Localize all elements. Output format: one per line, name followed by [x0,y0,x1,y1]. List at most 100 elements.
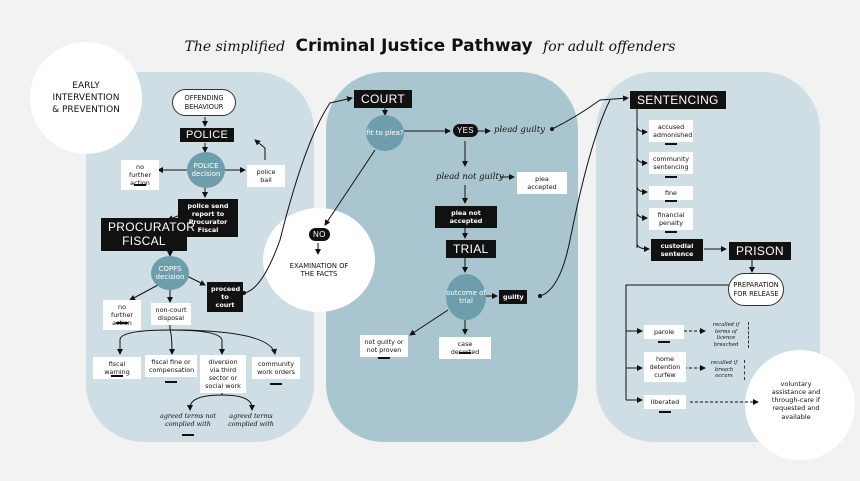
prison-header: PRISON [729,242,791,260]
fiscal-warning-label: fiscal warning [104,360,130,376]
copfs-decision-node: COPFS decision [151,256,189,290]
recalled-licence-label: recalled if terms of licence breached [712,322,740,348]
custodial-sentence-label: custodial sentence [660,242,694,258]
community-work-orders-label: community work orders [257,360,295,376]
non-court-disposal-label: non-court disposal [155,306,187,322]
parole-dash [658,341,670,343]
agreed-terms-not-complied-label: agreed terms not complied with [160,412,216,428]
agreed-terms-complied: agreed terms complied with [222,412,280,428]
recalled-breach-label: recalled if breach occurs [710,360,738,379]
community-work-orders-box: community work orders [252,357,300,379]
preparation-for-release-cloud: PREPARATION FOR RELEASE [728,273,784,306]
fit-to-plea-label: fit to plea? [366,128,404,137]
fine-dash [665,200,677,202]
police-header: POLICE [180,128,235,142]
proceed-to-court-box: proceed to court [207,282,243,312]
parole-label: parole [653,328,675,336]
liberated-box: liberated [644,395,686,409]
title-prefix: The simplified [184,39,286,55]
no-further-action-police-dash [134,184,146,186]
case-deserted-dash [459,352,471,354]
home-detention-curfew-label: home detention curfew [649,355,681,379]
fine-label: fine [664,189,677,197]
proceed-to-court-label: proceed to court [211,285,241,309]
offending-behaviour-cloud: OFFENDING BEHAVIOUR [172,89,236,116]
fiscal-fine-dash [165,381,177,383]
recalled-licence-note: recalled if terms of licence breached [706,322,749,348]
diversion-box: diversion via third sector or social wor… [200,355,246,393]
accused-admonished-label: accused admonished [653,123,693,139]
fiscal-warning-box: fiscal warning [93,357,141,379]
accused-admonished-box: accused admonished [649,120,693,142]
diversion-label: diversion via third sector or social wor… [205,358,241,390]
plea-not-accepted-label: plea not accepted [449,209,483,225]
police-decision-node: POLICE decision [187,152,225,188]
guilty-label: guilty [503,293,524,301]
diagram-title: The simplified Criminal Justice Pathway … [0,36,860,56]
no-label: NO [313,230,326,239]
no-further-action-copfs: no further action [103,300,141,330]
title-main: Criminal Justice Pathway [295,36,533,56]
police-send-report-label: police send report to Procurator Fiscal [187,202,229,234]
fine-box: fine [649,186,693,200]
plea-not-accepted-box: plea not accepted [435,206,497,228]
outcome-of-trial-label: outcome of trial [446,288,486,305]
plea-accepted-box: plea accepted [517,172,567,194]
fiscal-fine-box: fiscal fine or compensation [145,355,197,377]
voluntary-assistance-label: voluntary assistance and through-care if… [771,380,821,421]
plea-accepted-label: plea accepted [527,175,557,191]
fiscal-fine-label: fiscal fine or compensation [149,358,195,374]
plead-not-guilty-label: plead not guilty [436,172,504,182]
procurator-fiscal-header: PROCURATOR FISCAL [101,218,195,251]
court-header: COURT [354,90,412,108]
recalled-breach-note: recalled if breach occurs [706,360,745,380]
offending-behaviour-label: OFFENDING BEHAVIOUR [184,93,224,111]
no-further-action-police: no further action [121,160,159,190]
yes-badge: YES [453,124,478,137]
parole-box: parole [644,325,684,339]
community-sentencing-box: community sentencing [649,152,693,174]
no-badge: NO [309,228,330,241]
outcome-of-trial-node: outcome of trial [446,274,486,320]
fit-to-plea-node: fit to plea? [366,115,404,151]
home-detention-curfew-box: home detention curfew [644,352,686,382]
financial-penalty-dash [665,231,677,233]
police-decision-label: POLICE decision [191,161,221,178]
police-send-report-box: police send report to Procurator Fiscal [178,199,238,237]
not-guilty-dash [378,357,390,359]
police-bail-box: police bail [247,165,285,187]
no-further-action-police-label: no further action [128,163,152,187]
early-intervention-circle: EARLY INTERVENTION & PREVENTION [30,42,142,154]
community-sentencing-label: community sentencing [653,155,690,171]
community-work-orders-dash [270,383,282,385]
preparation-for-release-label: PREPARATION FOR RELEASE [733,280,779,298]
sentencing-header: SENTENCING [630,91,726,109]
police-bail-label: police bail [256,168,276,184]
case-deserted-box: case deserted [439,337,491,359]
plead-guilty-label: plead guilty [494,125,545,135]
procurator-fiscal-label: PROCURATOR FISCAL [108,220,196,249]
agreed-terms-not-complied: agreed terms not complied with [156,412,220,428]
liberated-label: liberated [650,398,680,406]
not-guilty-box: not guilty or not proven [360,335,408,357]
voluntary-circle [745,350,855,460]
accused-admonished-dash [665,143,677,145]
financial-penalty-label: financial penalty [657,211,685,227]
agreed-terms-complied-label: agreed terms complied with [228,412,274,428]
community-sentencing-dash [665,176,677,178]
not-guilty-label: not guilty or not proven [364,338,404,354]
early-intervention-label: EARLY INTERVENTION & PREVENTION [52,80,120,116]
liberated-dash [659,411,671,413]
fiscal-warning-dash [111,375,123,377]
guilty-box: guilty [499,290,527,304]
no-further-action-copfs-dash [116,322,128,324]
non-court-disposal-box: non-court disposal [151,303,191,325]
financial-penalty-box: financial penalty [649,208,693,230]
examination-label: EXAMINATION OF THE FACTS [289,262,349,279]
yes-label: YES [457,126,474,135]
examination-circle [263,208,375,312]
copfs-decision-label: COPFS decision [155,264,185,281]
agreed-terms-not-complied-dash [182,434,194,436]
title-suffix: for adult offenders [543,39,676,55]
custodial-sentence-box: custodial sentence [651,239,703,261]
